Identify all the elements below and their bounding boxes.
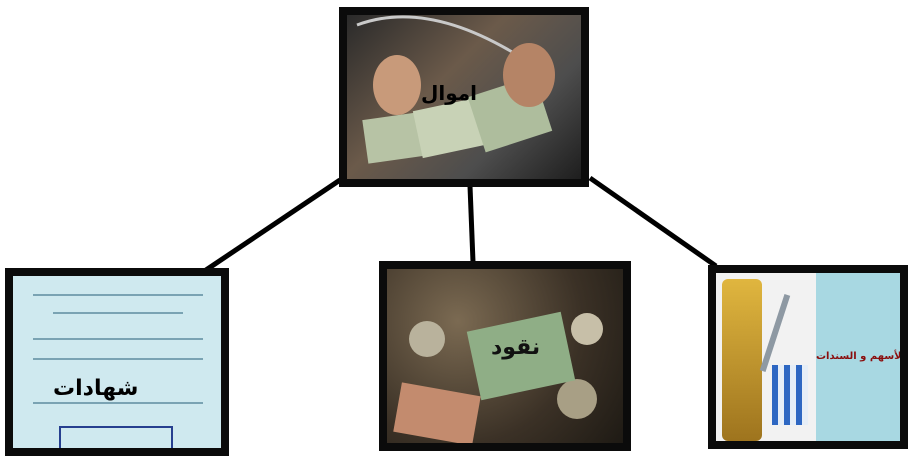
node-certificates: شهادات xyxy=(5,268,229,456)
certificate-line xyxy=(33,338,203,340)
node-certificates-label: شهادات xyxy=(53,376,138,401)
money-photo: اموال xyxy=(347,15,581,179)
certificate-line xyxy=(33,294,203,296)
connector-top-right xyxy=(590,178,716,266)
certificate-photo: شهادات xyxy=(13,276,221,448)
node-stocks-bonds: الأسهم و السندات xyxy=(708,265,908,449)
certificate-paper xyxy=(13,276,221,448)
node-money-label: اموال xyxy=(421,81,477,105)
node-money: اموال xyxy=(339,7,589,187)
stocks-bonds-photo: الأسهم و السندات xyxy=(716,273,900,441)
node-cash: نقود xyxy=(379,261,631,451)
node-stocks-bonds-label: الأسهم و السندات xyxy=(816,351,900,362)
cash-coins-photo: نقود xyxy=(387,269,623,443)
coin-stack xyxy=(722,279,762,441)
connector-top-left xyxy=(206,180,340,270)
certificate-line xyxy=(33,358,203,360)
bar-graph-shape xyxy=(772,365,808,425)
certificate-stamp xyxy=(59,426,173,448)
certificate-line xyxy=(53,312,183,314)
node-cash-label: نقود xyxy=(491,335,540,360)
certificate-line xyxy=(33,402,203,404)
pen-shape xyxy=(760,294,790,372)
connector-top-middle xyxy=(470,186,473,262)
